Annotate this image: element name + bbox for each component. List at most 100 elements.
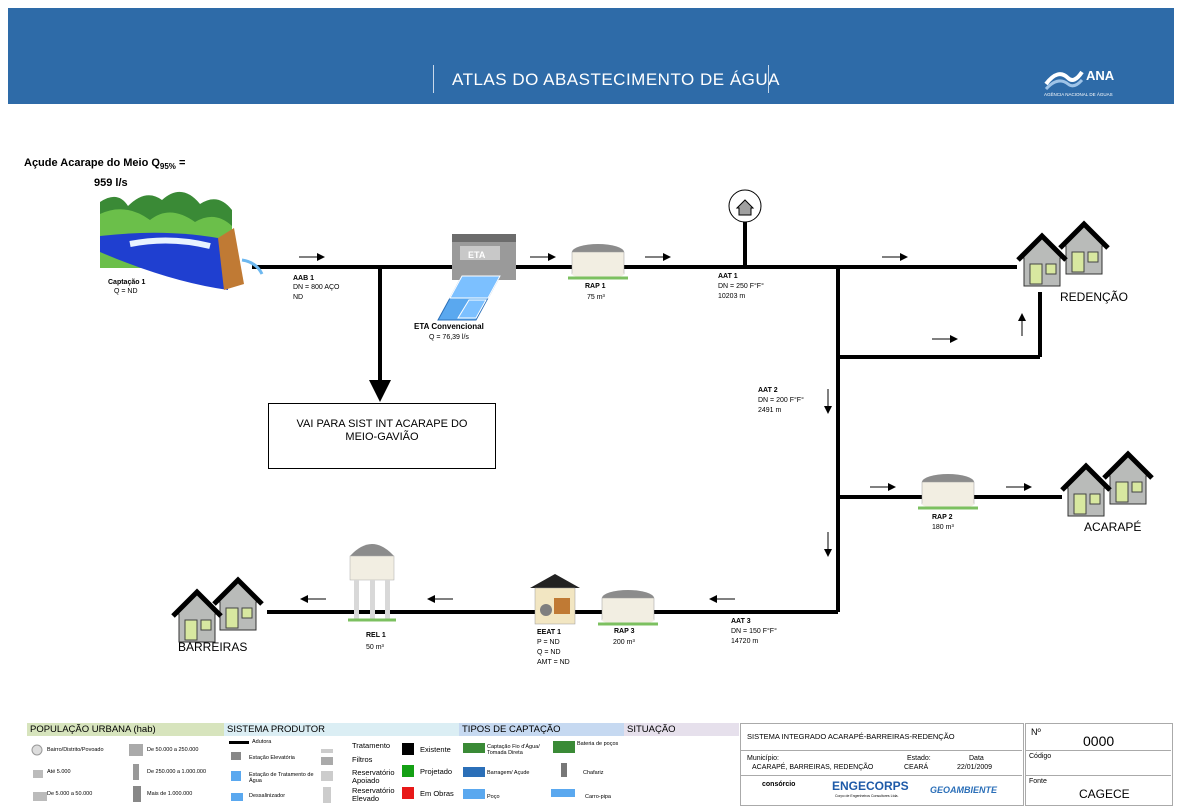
legend-pop-item: De 250.000 a 1.000.000 [147,769,207,775]
town-redencao: REDENÇÃO [1060,290,1129,304]
tb-estado-label: Estado: [907,755,931,762]
tb-data-label: Data [969,755,984,762]
rap1-icon [566,242,630,281]
legend-adutora-line [229,741,249,744]
aat1-name: AAT 1 [718,273,738,280]
legend-pop-item: Mais de 1.000.000 [147,791,193,797]
logo-name: ANA [1086,68,1115,83]
legend-pop-item: De 5.000 a 50.000 [47,791,93,797]
ana-logo: ANA AGÊNCIA NACIONAL DE ÁGUAS [1044,62,1144,102]
tb-municipio: ACARAPÉ, BARREIRAS, REDENÇÃO [752,764,874,771]
legend-sis-icons [231,749,333,803]
captacao-q: Q = ND [114,288,138,295]
tb-no: 0000 [1083,733,1115,749]
tb-consorcio: consórcio [762,781,796,788]
barreiras-house-back-icon [214,580,262,630]
source-flow: 959 l/s [94,177,128,190]
eta-name: ETA Convencional [414,322,484,331]
title-block [740,723,1024,806]
rap2-icon [916,472,980,511]
tb-codigo-label: Código [1029,753,1052,760]
destination-box: VAI PARA SIST INT ACARAPE DO MEIO-GAVIÃO [268,403,496,469]
legend-sis-item: Reservatório Apoiado [352,768,395,785]
legend-sit-header: SITUAÇÃO [624,723,739,736]
legend-status: Em Obras [420,789,454,798]
town-barreiras: BARREIRAS [178,640,248,654]
legend-cap-header: TIPOS DE CAPTAÇÃO [459,723,626,736]
tb-fonte: CAGECE [1079,787,1130,801]
arrow-to-vai-head [369,380,391,402]
aat3-dn: DN = 150 F°F° [731,628,777,635]
legend-sis-item: Filtros [352,755,373,764]
rel1-name: REL 1 [366,632,386,639]
aat1-len: 10203 m [718,293,746,300]
page-title: ATLAS DO ABASTECIMENTO DE ÁGUA [452,70,780,89]
legend-cap-item: Poço [487,794,500,800]
tb-municipio-label: Município: [747,755,779,762]
acarape-house-back-icon [1104,454,1152,504]
tb-divider [740,750,1022,751]
legend-pop-header: POPULAÇÃO URBANA (hab) [27,723,226,736]
number-block [1025,723,1173,806]
source-title-eq: = [175,157,186,169]
redencao-house-back-icon [1060,224,1108,274]
legend-pop-item: Bairro/Distrito/Povoado [47,747,104,753]
aab1-name: AAB 1 [293,275,315,282]
tb-geoambiente: GEOAMBIENTE [930,785,998,795]
rap2-vol: 180 m³ [932,524,954,531]
tb-system: SISTEMA INTEGRADO ACARAPÉ-BARREIRAS-REDE… [747,732,955,741]
legend-cap-item: Barragem/ Açude [487,770,530,776]
legend-cap-item: Carro-pipa [585,794,611,800]
tb-divider [1025,775,1171,776]
legend-sis-header: SISTEMA PRODUTOR [224,723,459,736]
aat1-dn: DN = 250 F°F° [718,283,764,290]
barreiras-house-front-icon [173,592,221,642]
rap1-vol: 75 m³ [587,294,605,301]
rap3-icon [596,588,660,627]
aat3-name: AAT 3 [731,618,751,625]
legend-sis-item: Reservatório Elevado [352,786,395,803]
legend-sis-item: Dessalinizador [249,793,286,799]
title-separator-right [768,65,769,93]
legend-sis-item: Estação Elevatória [249,755,295,761]
rap2-name: RAP 2 [932,514,953,521]
header-banner: ATLAS DO ABASTECIMENTO DE ÁGUA ANA AGÊNC… [8,8,1174,104]
legend-cap-item: Chafariz [583,770,604,776]
eta-icon [437,234,516,321]
legend-area: POPULAÇÃO URBANA (hab) Bairro/Distrito/P… [27,723,1173,806]
legend-sis-item: Adutora [252,739,272,745]
town-acarape: ACARAPÉ [1084,520,1142,534]
aat2-len: 2491 m [758,407,782,414]
eta-q: Q = 76,39 l/s [429,334,469,341]
captacao-name: Captação 1 [108,279,146,286]
legend-projetado-swatch [402,765,414,777]
rap3-vol: 200 m³ [613,639,635,646]
title-separator-left [433,65,434,93]
destination-text: VAI PARA SIST INT ACARAPE DO MEIO-GAVIÃO [269,418,495,444]
source-title-sub: 95% [159,162,176,172]
legend-cap-icons [463,741,575,799]
tb-fonte-label: Fonte [1029,778,1047,785]
redencao-house-front-icon [1018,236,1066,286]
logo-subtitle: AGÊNCIA NACIONAL DE ÁGUAS [1044,92,1113,97]
tb-no-label: Nº [1031,727,1041,737]
rel1-icon [348,544,396,622]
aat2-dn: DN = 200 F°F° [758,397,804,404]
eeat1-q: Q = ND [537,649,561,656]
tb-data: 22/01/2009 [957,764,993,771]
acarape-house-front-icon [1062,466,1110,516]
pipelines [252,222,1062,614]
tb-engecorps-sub: Corpo de Engenheiros Consultores Ltda. [835,794,899,798]
legend-existente-swatch [402,743,414,755]
legend-status: Projetado [420,767,453,776]
legend-pop-item: Até 5.000 [47,769,71,775]
aat3-len: 14720 m [731,638,759,645]
eeat1-icon [530,574,580,625]
aab1-dn: DN = 800 AÇO [293,284,340,291]
tb-engecorps: ENGECORPS [832,779,909,793]
aab1-len: ND [293,294,304,301]
eeat1-p: P = ND [537,639,560,646]
ana-wave-icon [1044,70,1084,90]
rap1-name: RAP 1 [585,283,606,290]
aat2-name: AAT 2 [758,387,778,394]
